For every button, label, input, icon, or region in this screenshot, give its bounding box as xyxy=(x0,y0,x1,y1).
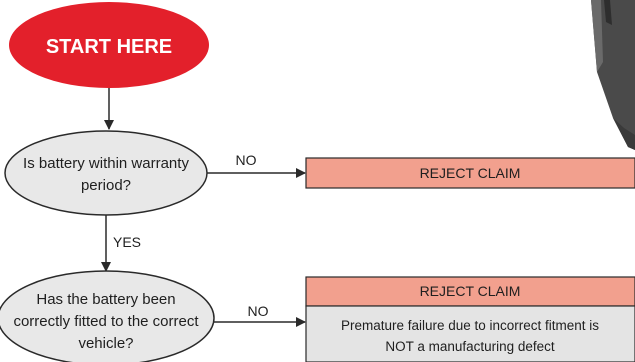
fitment-no-label: NO xyxy=(248,303,269,319)
reject-claim-label-1: REJECT CLAIM xyxy=(420,165,521,181)
decision-warranty-line-2: period? xyxy=(81,177,131,194)
decision-warranty-line-1: Is battery within warranty xyxy=(23,155,189,172)
reject-claim-header-2 xyxy=(305,276,635,307)
reject-claim-box-2 xyxy=(305,276,635,362)
decision-fitment-line-3: vehicle? xyxy=(78,335,133,352)
reject-claim-label-2: REJECT CLAIM xyxy=(420,283,521,299)
start-label: START HERE xyxy=(46,36,172,58)
reject-claim-detail-2 xyxy=(305,305,635,362)
battery-image xyxy=(591,0,635,150)
decision-fitment-node xyxy=(0,270,215,362)
decision-fitment-line-1: Has the battery been xyxy=(36,291,175,308)
decision-warranty-node xyxy=(4,130,208,216)
decision-fitment-line-2: correctly fitted to the correct xyxy=(13,313,199,330)
warranty-yes-label: YES xyxy=(113,234,141,250)
reject-claim-detail-line-1: Premature failure due to incorrect fitme… xyxy=(341,318,599,333)
start-node xyxy=(9,2,209,88)
warranty-no-label: NO xyxy=(236,152,257,168)
reject-claim-detail-line-2: NOT a manufacturing defect xyxy=(385,339,555,354)
reject-claim-box-1 xyxy=(305,157,635,189)
